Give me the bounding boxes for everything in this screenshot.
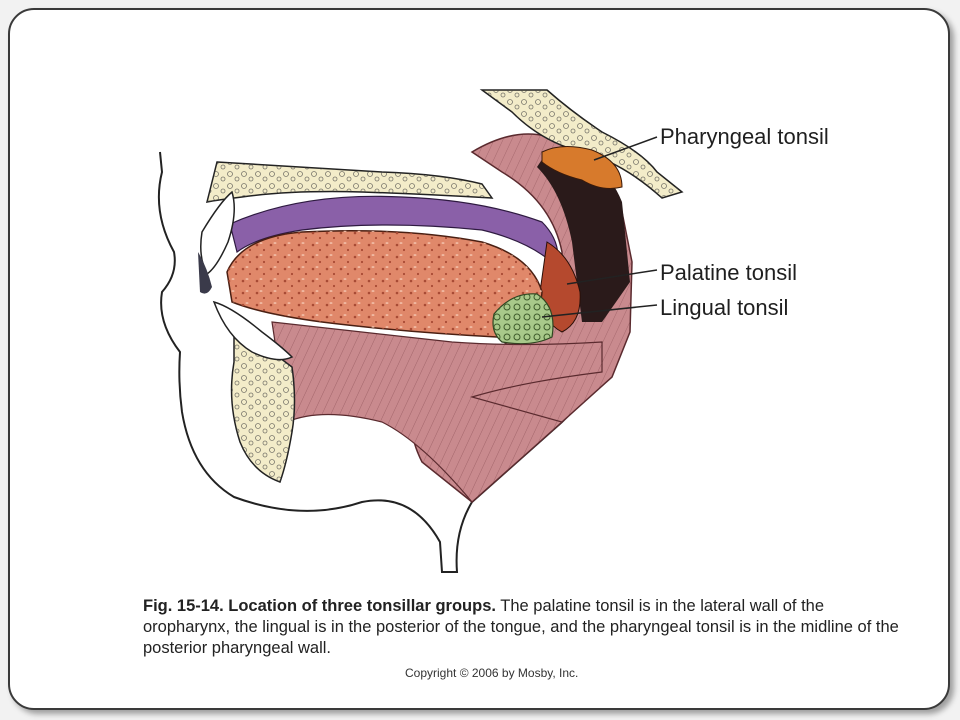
tonsil-illustration [157, 89, 684, 573]
face-outline [157, 151, 603, 573]
figure-caption: Fig. 15-14. Location of three tonsillar … [143, 596, 903, 659]
label-lingual-tonsil: Lingual tonsil [660, 295, 789, 320]
lingual-callout-line [541, 304, 658, 318]
slide: Pharyngeal tonsil Palatine tonsil Lingua… [8, 8, 950, 710]
caption-body: The palatine tonsil is in the lateral wa… [143, 597, 899, 657]
label-palatine-tonsil: Palatine tonsil [660, 260, 797, 285]
label-pharyngeal-tonsil: Pharyngeal tonsil [660, 124, 829, 149]
caption-title: Fig. 15-14. Location of three tonsillar … [143, 597, 496, 615]
lower-incisor [212, 300, 294, 361]
pharyngeal-callout-line [593, 136, 658, 161]
copyright-notice: Copyright © 2006 by Mosby, Inc. [405, 666, 579, 680]
upper-incisor [200, 190, 235, 276]
palatine-callout-line [566, 269, 658, 285]
